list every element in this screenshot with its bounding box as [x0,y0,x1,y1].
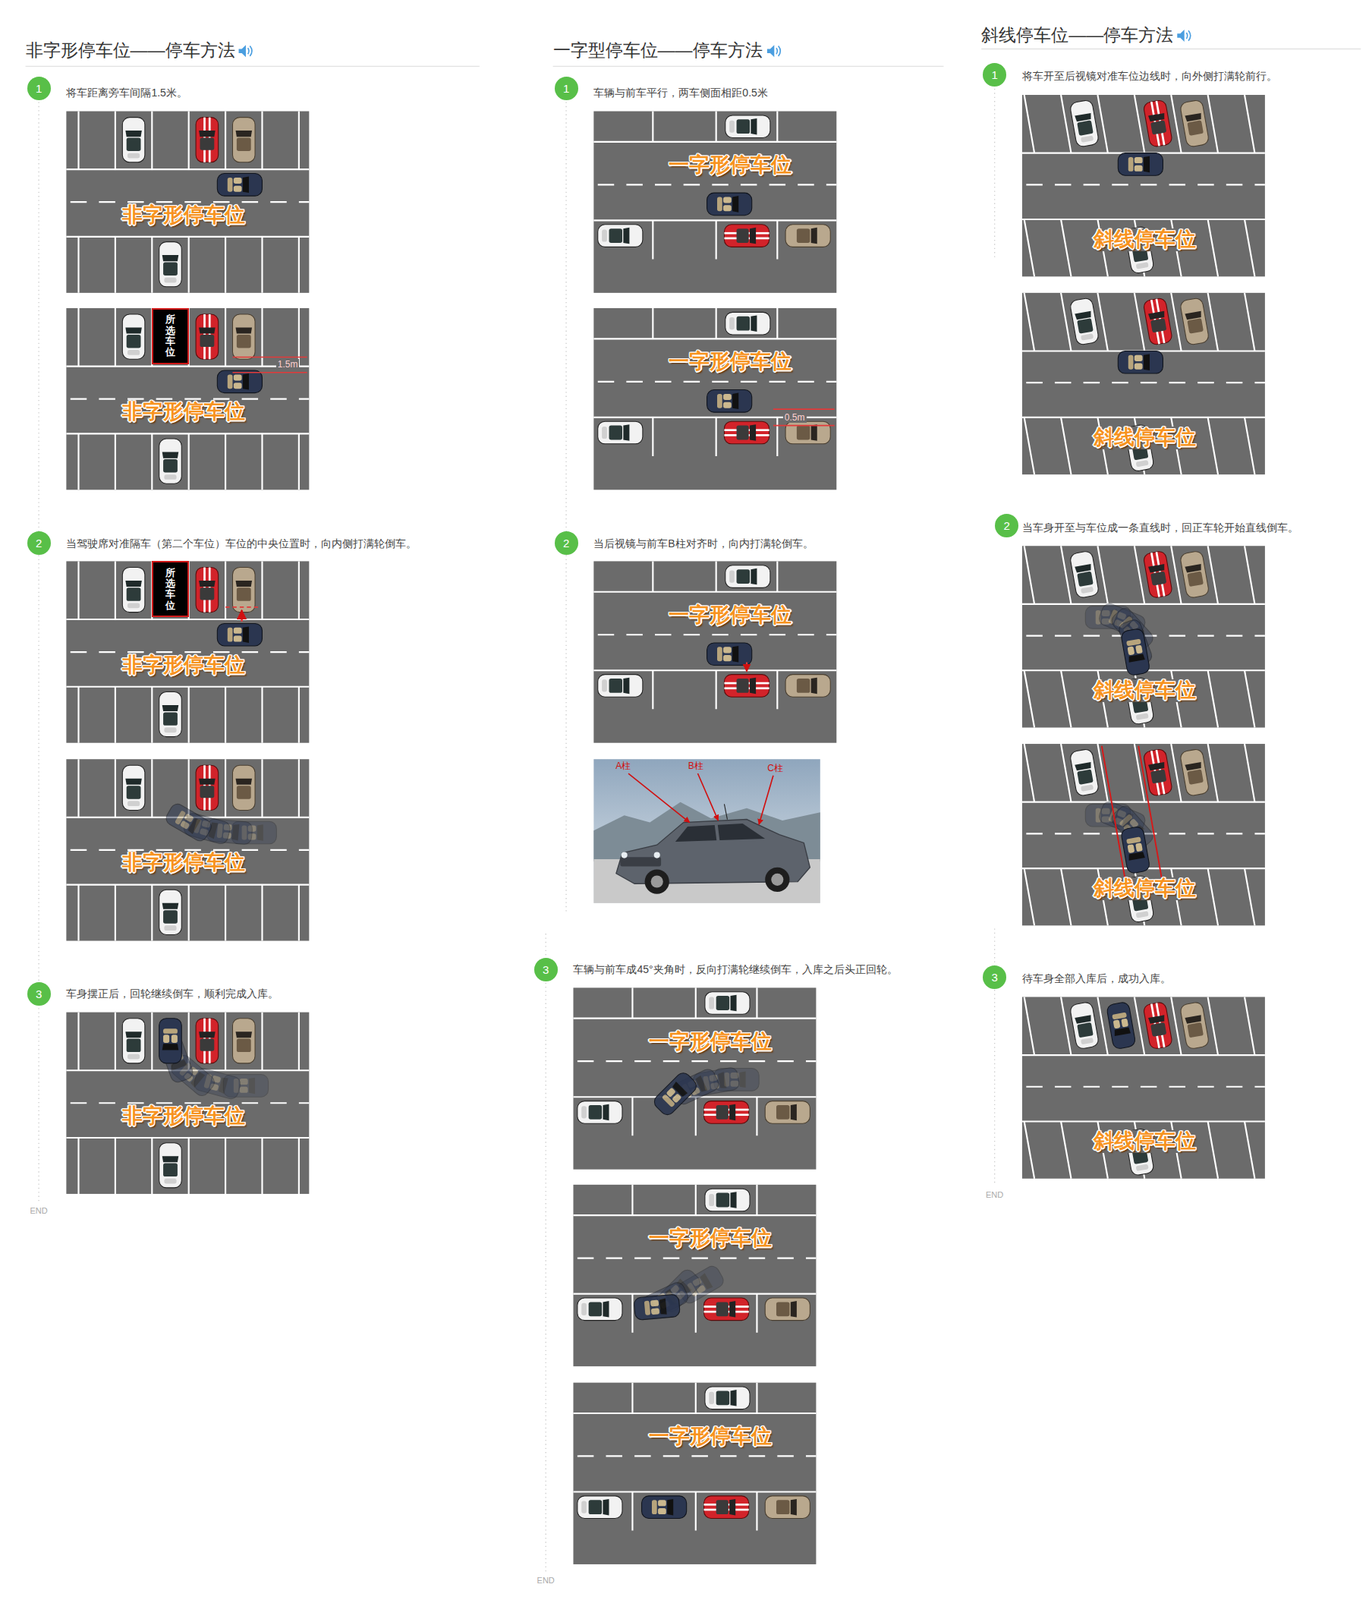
step-text: 当车身开至与车位成一条直线时，回正车轮开始直线倒车。 [1022,521,1299,535]
end-mark: END [985,1189,1004,1200]
banner-text: 斜线停车位 [1092,228,1198,252]
banner-text: 斜线停车位 [1092,679,1198,702]
section-title: 一字型停车位——停车方法 [553,40,763,62]
scene-panel [66,560,309,743]
scene-panel [593,308,837,490]
step-text: 将车距离旁车间隔1.5米。 [66,86,187,100]
step-number: 2 [35,537,42,549]
pillar-label: B柱 [688,760,704,772]
scene-panel [1022,545,1266,727]
step-number: 1 [563,82,570,95]
scene-panel [1022,996,1266,1178]
step-text: 当驾驶席对准隔车（第二个车位）车位的中央位置时，向内侧打满轮倒车。 [66,537,417,551]
banner-text: 非字形停车位 [120,851,247,875]
scene-panel [593,111,837,293]
scene-panel [66,308,309,490]
banner-text: 一字形停车位 [647,1227,774,1250]
step-number-circle: 3 [982,965,1007,989]
step-text: 车辆与前车成45°夹角时，反向打满轮继续倒车，入库之后头正回轮。 [572,963,897,976]
scene-panel [593,560,837,743]
step-text: 车身摆正后，回轮继续倒车，顺利完成入库。 [66,987,279,1001]
pillar-label: C柱 [767,762,784,774]
scene-panel [572,987,816,1169]
timeline-guide [38,88,995,1571]
step-number-circle: 2 [27,531,51,555]
scene-panel [1022,94,1266,277]
dimension-label: 1.5m [276,358,300,370]
banner-text: 一字形停车位 [647,1030,774,1054]
step-number-circle: 2 [994,513,1019,538]
banner-text: 非字形停车位 [120,204,247,227]
step-number: 2 [1003,519,1011,532]
step-number: 3 [991,971,998,983]
scene-panel [66,111,309,293]
section-title: 非字形停车位——停车方法 [25,40,236,62]
scene-panel [1022,743,1266,926]
section-title: 斜线停车位——停车方法 [981,25,1174,47]
speaker-icon [239,44,252,57]
step-number: 3 [35,988,42,1000]
selected-space-box: 所选车位 [151,308,189,365]
step-text: 当后视镜与前车B柱对齐时，向内打满轮倒车。 [593,537,813,551]
step-number: 2 [563,537,570,549]
speaker-icon [1177,29,1190,42]
speaker-icon [767,44,781,57]
step-number-circle: 3 [27,981,51,1006]
pillar-label: A柱 [615,760,631,772]
step-text: 待车身全部入库后，成功入库。 [1022,972,1171,986]
banner-text: 非字形停车位 [120,1104,247,1128]
selected-space-box: 所选车位 [151,560,189,617]
step-number-circle: 3 [534,957,558,982]
space-label: 所选车位 [165,567,176,611]
step-number: 3 [542,963,549,976]
scene-panel [66,758,309,941]
banner-text: 非字形停车位 [120,654,247,677]
scene-panel [572,1184,816,1366]
step-number-circle: 2 [554,531,579,555]
banner-text: 非字形停车位 [120,400,247,424]
car-photo [593,758,820,904]
step-text: 将车开至后视镜对准车位边线时，向外侧打满轮前行。 [1022,69,1278,83]
banner-text: 斜线停车位 [1092,426,1198,450]
step-number-circle: 1 [554,76,579,101]
banner-text: 一字形停车位 [667,154,794,177]
banner-text: 一字形停车位 [667,604,794,627]
banner-text: 一字形停车位 [647,1425,774,1448]
banner-text: 斜线停车位 [1092,1129,1198,1153]
step-text: 车辆与前车平行，两车侧面相距0.5米 [593,86,768,100]
step-number: 1 [35,82,42,95]
end-mark: END [537,1575,555,1586]
dimension-label: 0.5m [783,412,807,423]
scene-panel [572,1382,816,1565]
banner-text: 斜线停车位 [1092,877,1198,901]
banner-text: 一字形停车位 [667,350,794,374]
scene-panel [66,1012,309,1194]
end-mark: END [29,1205,48,1216]
step-number: 1 [991,69,998,81]
scene-panel [1022,292,1266,475]
step-number-circle: 1 [27,76,51,101]
step-number-circle: 1 [982,62,1007,87]
space-label: 所选车位 [165,314,176,358]
